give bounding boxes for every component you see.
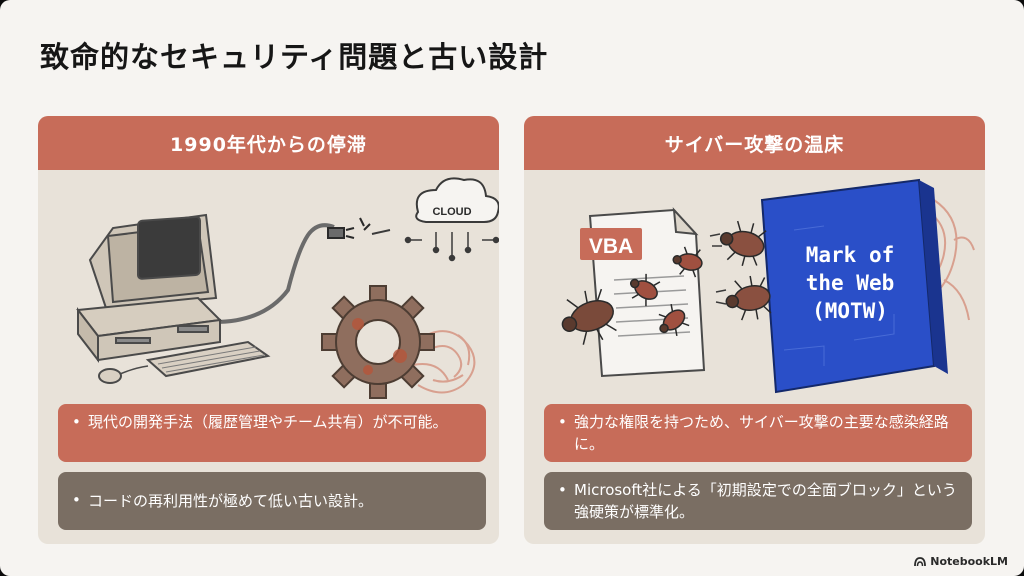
retro-computer-illustration: CLOUD — [76, 177, 499, 399]
list-item-bullet-default-block: Microsoft社による「初期設定での全面ブロック」という強硬策が標準化。 — [544, 472, 972, 530]
card-stagnation: 1990年代からの停滞 — [38, 116, 499, 544]
unplugged-cable-icon — [187, 223, 335, 324]
card-cyberattack: サイバー攻撃の温床 Mark of th — [524, 116, 985, 544]
card-header: 1990年代からの停滞 — [38, 116, 499, 170]
cloud-icon: CLOUD — [404, 177, 499, 262]
list-item-bullet-dev-methods: 現代の開発手法（履歴管理やチーム共有）が不可能。 — [58, 404, 486, 462]
cloud-label: CLOUD — [432, 206, 471, 218]
shield-text-line2: the Web — [806, 271, 895, 295]
vba-label: VBA — [589, 235, 633, 258]
bug-icon — [561, 220, 772, 345]
shield-wall-icon: Mark of the Web (MOTW) — [760, 178, 948, 394]
shield-text-line1: Mark of — [806, 243, 895, 267]
brand-label: NotebookLM — [930, 555, 1008, 568]
card-header: サイバー攻撃の温床 — [524, 116, 985, 170]
shield-text-line3: (MOTW) — [812, 299, 888, 323]
list-item-bullet-infection-route: 強力な権限を持つため、サイバー攻撃の主要な感染経路に。 — [544, 404, 972, 462]
retro-computer-icon — [76, 213, 271, 384]
notebooklm-logo-icon — [914, 556, 927, 566]
rusty-gear-icon — [321, 285, 435, 399]
page-title: 致命的なセキュリティ問題と古い設計 — [40, 40, 549, 74]
list-item-bullet-reuse: コードの再利用性が極めて低い古い設計。 — [58, 472, 486, 530]
brain-icon — [412, 330, 476, 394]
notebooklm-footer: NotebookLM — [914, 555, 1008, 568]
vba-motw-illustration: Mark of the Web (MOTW) VBA — [561, 178, 975, 394]
